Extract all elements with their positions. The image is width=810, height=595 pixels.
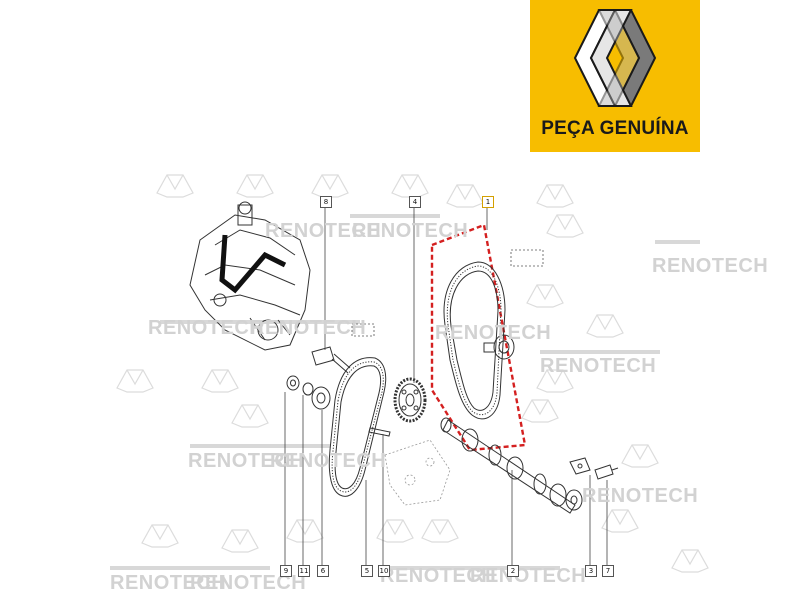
timing-belt-right	[443, 261, 506, 420]
watermark-text: RENOTECH	[190, 572, 307, 594]
camshaft	[440, 417, 583, 514]
timing-belt-left	[328, 357, 387, 497]
badge-diamond-logo	[573, 9, 657, 107]
engine-block	[189, 201, 311, 351]
watermark-text: RENOTECH	[148, 317, 265, 339]
callout-part-5: 5	[361, 565, 373, 577]
key-pin	[368, 427, 391, 437]
head-cover-outline	[384, 439, 451, 506]
callout-part-8: 8	[320, 196, 332, 208]
clip-and-bolt	[569, 457, 619, 480]
genuine-part-badge: PEÇA GENUÍNA	[530, 0, 700, 152]
watermark-text: RENOTECH	[435, 322, 552, 344]
badge-label: PEÇA GENUÍNA	[541, 118, 689, 139]
watermark-text: RENOTECH	[250, 317, 367, 339]
callout-part-10: 10	[378, 565, 390, 577]
watermark-emblems	[116, 174, 709, 573]
watermark-text: RENOTECH	[352, 220, 469, 242]
bolt	[311, 346, 351, 374]
callout-part-11: 11	[298, 565, 310, 577]
callout-part-3: 3	[585, 565, 597, 577]
callout-part-7: 7	[602, 565, 614, 577]
camshaft-sprocket	[393, 377, 427, 423]
watermark-text: RENOTECH	[582, 485, 699, 507]
small-parts	[286, 375, 331, 410]
callout-part-1: 1	[482, 196, 494, 208]
callout-part-6: 6	[317, 565, 329, 577]
watermark-text: RENOTECH	[110, 572, 227, 594]
leader-lines	[284, 207, 608, 565]
watermark-text: RENOTECH	[470, 565, 587, 587]
watermark-text: RENOTECH	[188, 450, 305, 472]
callout-part-2: 2	[507, 565, 519, 577]
watermark-bars	[110, 214, 700, 570]
watermark-text: RENOTECH	[270, 450, 387, 472]
watermark-text: RENOTECH	[265, 220, 382, 242]
reference-boxes	[351, 249, 544, 337]
tensioner-roller	[483, 334, 515, 360]
callout-part-4: 4	[409, 196, 421, 208]
watermark-text: RENOTECH	[540, 355, 657, 377]
kit-highlight	[430, 223, 527, 452]
watermark-text: RENOTECH	[652, 255, 769, 277]
callout-part-9: 9	[280, 565, 292, 577]
watermark-text: RENOTECH	[380, 565, 497, 587]
